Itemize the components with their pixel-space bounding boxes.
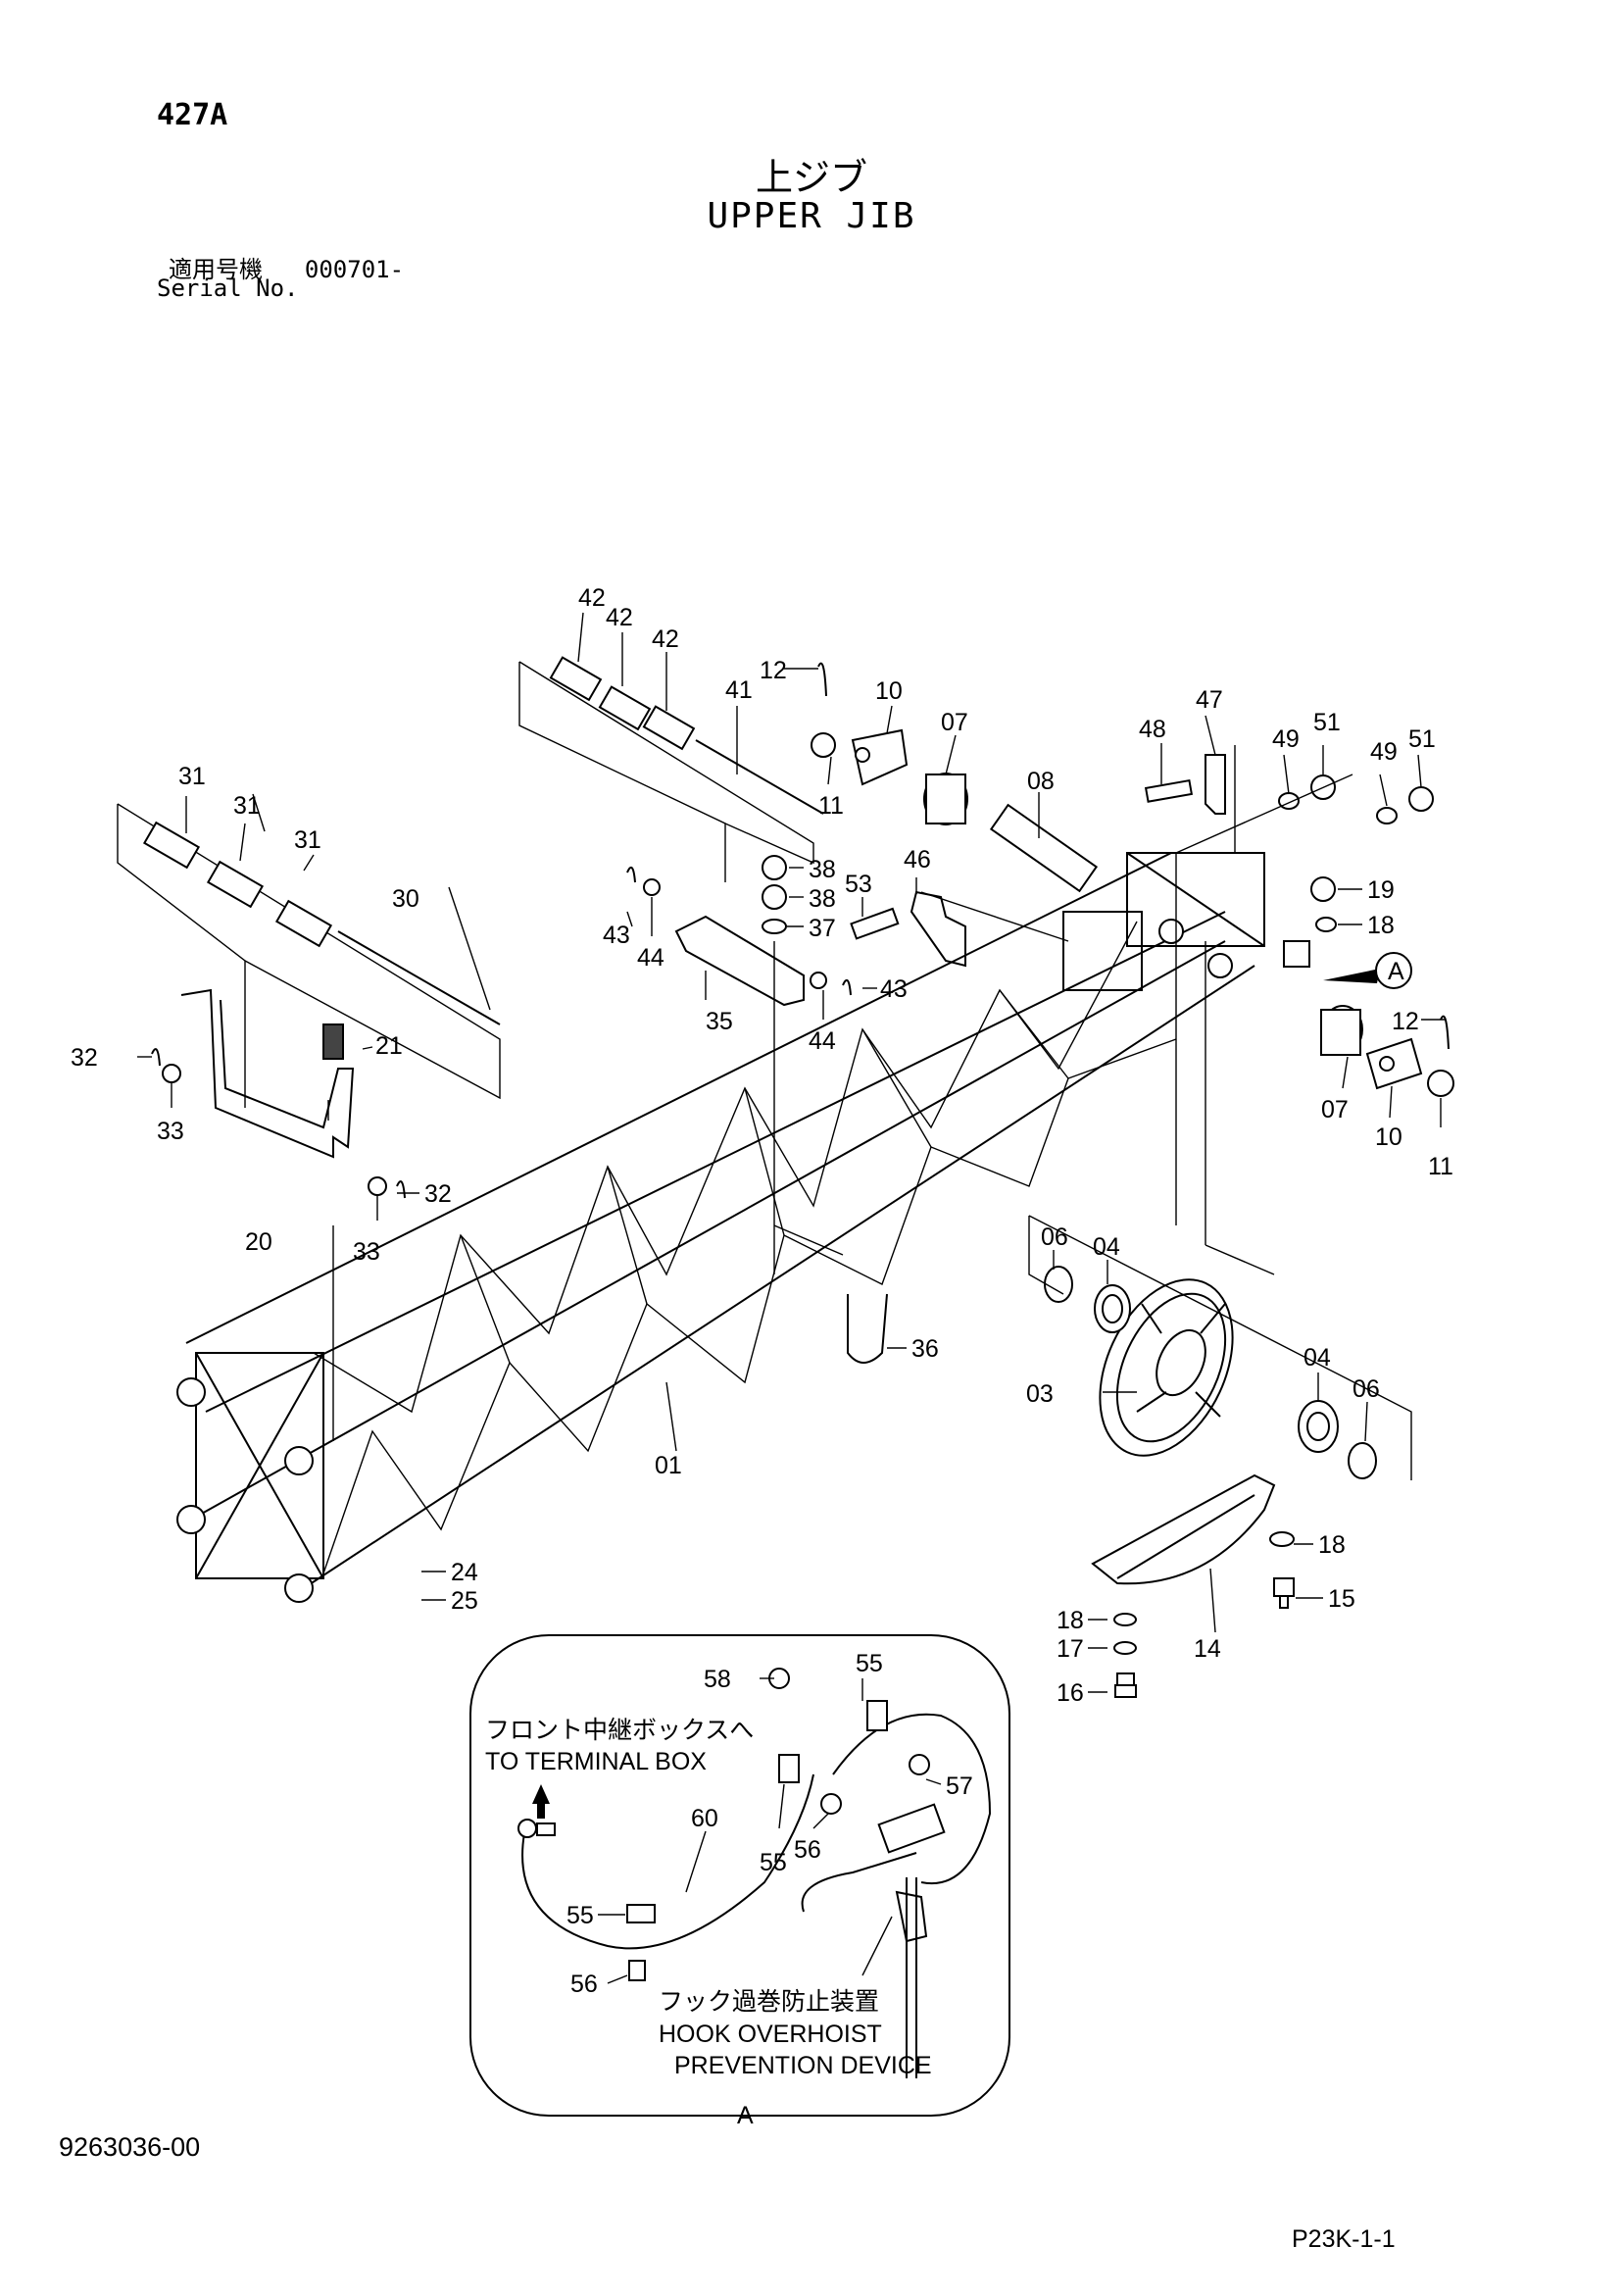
- callout-43: 43: [603, 922, 630, 949]
- callout-47: 47: [1196, 686, 1223, 714]
- callout-18: 18: [1367, 912, 1395, 939]
- page-reference: P23K-1-1: [1292, 2225, 1396, 2253]
- callout-31: 31: [294, 826, 321, 854]
- device-label-jp: フック過巻防止装置: [659, 1988, 879, 2016]
- callout-44: 44: [809, 1027, 836, 1055]
- callout-04: 04: [1303, 1344, 1331, 1372]
- page-code: 427A: [157, 98, 228, 132]
- device-label-en-2: PREVENTION DEVICE: [674, 2052, 932, 2079]
- callout-30: 30: [392, 885, 419, 913]
- callout-42: 42: [652, 625, 679, 653]
- callout-51: 51: [1408, 725, 1436, 753]
- callout-58: 58: [704, 1666, 731, 1693]
- callout-57: 57: [946, 1772, 973, 1800]
- callout-55: 55: [566, 1902, 594, 1929]
- callout-32: 32: [71, 1044, 98, 1072]
- callout-36: 36: [911, 1335, 939, 1363]
- callout-18: 18: [1057, 1607, 1084, 1634]
- callout-35: 35: [706, 1008, 733, 1035]
- leader-lines: [137, 612, 1446, 2117]
- callout-38: 38: [809, 856, 836, 883]
- callout-03: 03: [1026, 1380, 1054, 1408]
- callout-55: 55: [760, 1849, 787, 1876]
- jib-lattice-structure: [176, 852, 1265, 1603]
- terminal-box-label-jp: フロント中継ボックスへ: [485, 1717, 754, 1744]
- callout-12: 12: [760, 657, 787, 684]
- callout-20: 20: [245, 1228, 272, 1256]
- pin-group-top: [518, 656, 1069, 1364]
- callout-15: 15: [1328, 1585, 1355, 1613]
- serial-label-jp: 適用号機: [169, 256, 263, 283]
- callout-49: 49: [1370, 738, 1398, 766]
- callout-46: 46: [904, 846, 931, 873]
- callout-06: 06: [1352, 1375, 1380, 1403]
- callout-07: 07: [1321, 1096, 1349, 1123]
- serial-value: 000701-: [304, 256, 405, 283]
- callout-11: 11: [1428, 1153, 1453, 1180]
- callout-10: 10: [1375, 1123, 1402, 1151]
- callout-56: 56: [794, 1836, 821, 1864]
- callout-31: 31: [178, 763, 206, 790]
- callout-55: 55: [856, 1650, 883, 1677]
- callout-38: 38: [809, 885, 836, 913]
- callout-31: 31: [233, 792, 261, 820]
- callout-17: 17: [1057, 1635, 1084, 1663]
- callout-06: 06: [1041, 1223, 1068, 1251]
- document-number: 9263036-00: [59, 2132, 201, 2162]
- callout-16: 16: [1057, 1679, 1084, 1707]
- callout-24: 24: [451, 1559, 478, 1586]
- callout-42: 42: [606, 604, 633, 631]
- callout-25: 25: [451, 1587, 478, 1615]
- sheave-group: [811, 662, 1454, 1698]
- callout-01: 01: [655, 1452, 682, 1479]
- callout-53: 53: [845, 871, 872, 898]
- detail-view-label: A: [737, 2102, 754, 2129]
- view-marker-a: A: [1388, 958, 1404, 985]
- terminal-box-label-en: TO TERMINAL BOX: [485, 1748, 707, 1775]
- callout-44: 44: [637, 944, 664, 972]
- callout-07: 07: [941, 709, 968, 736]
- callout-51: 51: [1313, 709, 1341, 736]
- callout-21: 21: [375, 1032, 403, 1060]
- callout-48: 48: [1139, 716, 1166, 743]
- callout-42: 42: [578, 584, 606, 612]
- callout-19: 19: [1367, 876, 1395, 904]
- title-japanese: 上ジブ: [755, 156, 867, 199]
- callout-04: 04: [1093, 1233, 1120, 1261]
- callout-49: 49: [1272, 725, 1300, 753]
- title-english: UPPER JIB: [707, 196, 916, 236]
- callout-18: 18: [1318, 1531, 1346, 1559]
- callout-11: 11: [818, 792, 844, 820]
- callout-32: 32: [424, 1180, 452, 1208]
- callout-33: 33: [353, 1238, 380, 1266]
- callout-37: 37: [809, 915, 836, 942]
- serial-line: 適用号機 000701-: [169, 250, 404, 284]
- pin-group-left: [117, 803, 501, 1441]
- detail-view-a: [469, 1634, 1010, 2117]
- callout-10: 10: [875, 677, 903, 705]
- callout-41: 41: [725, 676, 753, 704]
- callout-labels: 42 42 42 41 12 10 07 08 11 47 48 49 51 4…: [71, 584, 1453, 2129]
- callout-33: 33: [157, 1118, 184, 1145]
- callout-14: 14: [1194, 1635, 1221, 1663]
- callout-08: 08: [1027, 768, 1055, 795]
- callout-43: 43: [880, 975, 908, 1003]
- callout-12: 12: [1392, 1008, 1419, 1035]
- callout-56: 56: [570, 1971, 598, 1998]
- serial-label-en: Serial No.: [157, 275, 299, 302]
- device-label-en-1: HOOK OVERHOIST: [659, 2021, 882, 2048]
- callout-60: 60: [691, 1805, 718, 1832]
